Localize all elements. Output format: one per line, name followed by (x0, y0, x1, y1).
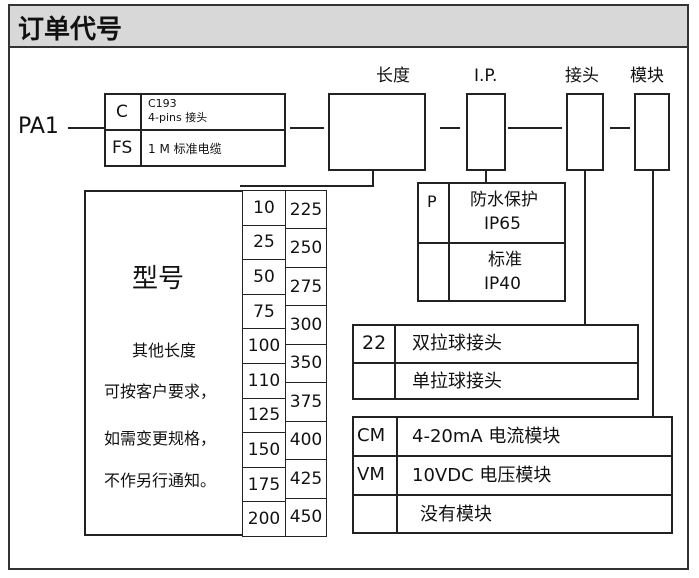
ip-down-line (485, 171, 487, 183)
label-module: 模块 (630, 66, 664, 86)
model-note: 其他长度 (132, 341, 197, 360)
label-joint: 接头 (565, 66, 599, 86)
module-options-row-divider (352, 455, 673, 457)
title-bar: 订单代号 (10, 6, 687, 48)
length-option: 300 (285, 305, 327, 345)
module-box (634, 93, 670, 171)
connector-line (440, 127, 460, 129)
length-option: 350 (285, 343, 327, 384)
connector-line (290, 127, 324, 129)
connector-line (68, 127, 104, 129)
length-option: 75 (242, 293, 286, 330)
module-options-divider (396, 416, 398, 534)
length-option: 450 (285, 497, 327, 537)
ip-desc-line2: IP40 (484, 274, 521, 294)
module-code: CM (357, 425, 386, 446)
model-heading: 型号 (132, 264, 185, 294)
length-option: 10 (242, 190, 286, 226)
connector-code-c: C (116, 102, 128, 122)
length-option: 400 (285, 420, 327, 461)
ip-options-row-divider (417, 242, 566, 244)
joint-box (566, 93, 604, 171)
length-option: 25 (242, 224, 286, 261)
length-option: 375 (285, 382, 327, 422)
joint-code: 22 (362, 332, 387, 354)
length-option: 425 (285, 459, 327, 499)
ip-desc-line1: 防水保护 (470, 190, 538, 210)
joint-options-row-divider (352, 362, 639, 364)
module-label: 没有模块 (420, 504, 492, 525)
module-code: VM (357, 464, 385, 485)
connector-desc-c1: C193 (148, 97, 177, 110)
length-option: 275 (285, 266, 327, 307)
connector-row-divider (104, 129, 286, 131)
length-option: 150 (242, 432, 286, 468)
length-option: 100 (242, 328, 286, 364)
page-title: 订单代号 (18, 15, 123, 45)
length-box (328, 93, 426, 171)
connector-line (610, 127, 630, 129)
joint-label: 单拉球接头 (412, 371, 502, 392)
connector-desc-fs: 1 M 标准电缆 (148, 142, 222, 156)
length-option: 200 (242, 501, 286, 537)
joint-down-line (584, 171, 586, 325)
connector-desc-c2: 4-pins 接头 (148, 111, 208, 124)
ip-box (466, 93, 506, 171)
connector-code-fs: FS (112, 138, 133, 158)
ip-code-p: P (427, 192, 437, 211)
ip-desc-line2: IP65 (484, 214, 521, 234)
module-label: 10VDC 电压模块 (412, 465, 552, 486)
module-options-row-divider (352, 494, 673, 496)
joint-label: 双拉球接头 (412, 333, 502, 354)
label-ip: I.P. (474, 66, 498, 86)
length-option: 175 (242, 466, 286, 503)
length-option: 125 (242, 397, 286, 434)
length-option: 110 (242, 363, 286, 399)
model-note: 如需变更规格， (104, 429, 217, 448)
label-length: 长度 (376, 66, 410, 86)
module-down-line (652, 171, 654, 417)
order-code-frame: 订单代号 (8, 4, 689, 570)
module-options-box (352, 416, 673, 534)
module-label: 4-20mA 电流模块 (412, 426, 561, 447)
length-option: 50 (242, 259, 286, 295)
model-note: 可按客户要求， (104, 382, 217, 401)
prefix-code: PA1 (18, 114, 59, 139)
connector-line (508, 127, 562, 129)
length-to-table-line (240, 185, 374, 187)
length-down-line (372, 171, 374, 187)
model-note: 不作另行通知。 (104, 471, 217, 490)
length-option: 225 (285, 190, 327, 230)
length-option: 250 (285, 228, 327, 268)
ip-desc-line1: 标准 (488, 250, 522, 270)
